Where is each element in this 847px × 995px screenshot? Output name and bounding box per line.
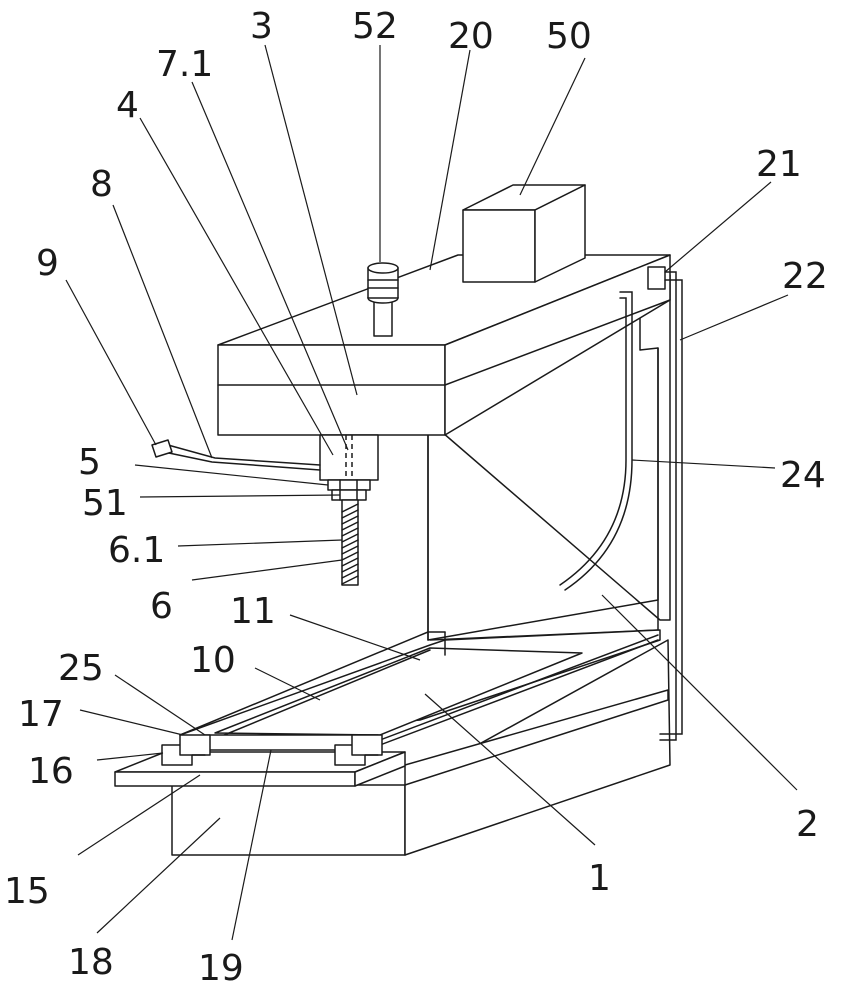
- coolant-pipe: [152, 440, 320, 470]
- label-4: 4: [116, 85, 139, 126]
- label-17: 17: [18, 694, 64, 735]
- label-2: 2: [796, 804, 819, 845]
- label-22: 22: [782, 256, 828, 297]
- label-9: 9: [36, 243, 59, 284]
- label-52: 52: [352, 6, 398, 47]
- drill-bit: [342, 500, 358, 585]
- label-6: 6: [150, 586, 173, 627]
- label-25: 25: [58, 648, 104, 689]
- motor-box: [463, 185, 585, 282]
- label-1: 1: [588, 858, 611, 899]
- label-5: 5: [78, 442, 101, 483]
- label-20: 20: [448, 16, 494, 57]
- label-24: 24: [780, 455, 826, 496]
- label-16: 16: [28, 751, 74, 792]
- label-11: 11: [230, 591, 276, 632]
- label-19: 19: [198, 948, 244, 989]
- label-15: 15: [4, 871, 50, 912]
- label-21: 21: [756, 144, 802, 185]
- drill-head: [320, 435, 378, 500]
- label-3: 3: [250, 6, 273, 47]
- label-50: 50: [546, 16, 592, 57]
- label-6-1: 6.1: [108, 530, 165, 571]
- label-18: 18: [68, 942, 114, 983]
- label-10: 10: [190, 640, 236, 681]
- label-7-1: 7.1: [156, 44, 213, 85]
- label-51: 51: [82, 483, 128, 524]
- head-housing: [218, 255, 670, 435]
- label-8: 8: [90, 164, 113, 205]
